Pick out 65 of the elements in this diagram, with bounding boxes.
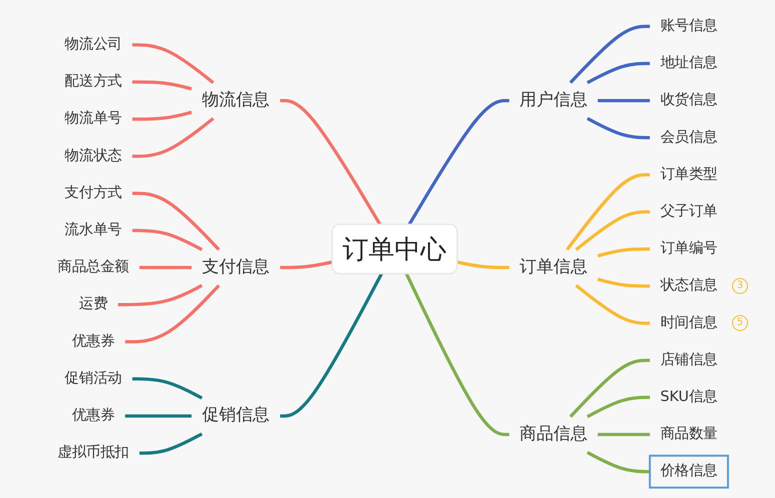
node-text: 物流信息 <box>202 90 270 110</box>
node-text: 会员信息 <box>660 128 718 146</box>
node-text: 收货信息 <box>660 91 718 108</box>
node-text: SKU信息 <box>660 388 718 405</box>
connector <box>566 173 650 251</box>
node-text: 支付信息 <box>202 257 270 277</box>
connector <box>456 260 510 270</box>
node-text: 优惠券 <box>72 332 115 350</box>
node-text: 物流单号 <box>64 110 122 127</box>
node-box: 订单中心 <box>332 224 458 274</box>
connector <box>139 432 203 455</box>
connector <box>280 98 382 226</box>
number-badge: 5 <box>732 315 748 332</box>
connector <box>569 24 650 84</box>
node-text: 促销信息 <box>202 406 270 426</box>
node-text: 商品信息 <box>520 424 588 444</box>
connector <box>132 192 220 251</box>
connector <box>597 247 650 258</box>
connector <box>598 432 650 436</box>
connector <box>598 98 650 102</box>
connector <box>132 110 192 121</box>
node-text: 订单信息 <box>520 257 588 277</box>
connector <box>280 260 332 270</box>
connector <box>569 358 650 418</box>
node-text: 商品总金额 <box>57 258 130 276</box>
number-badge: 3 <box>732 278 748 294</box>
node-text: 支付方式 <box>64 184 122 201</box>
node-text: 优惠券 <box>72 406 115 424</box>
node-box: 价格信息 <box>648 454 729 489</box>
node-text: 物流公司 <box>64 35 122 52</box>
node-text: 地址信息 <box>660 54 718 71</box>
connector <box>125 414 192 418</box>
connector <box>132 80 192 90</box>
connector <box>132 377 203 400</box>
connector <box>586 451 650 474</box>
connector <box>405 273 510 436</box>
node-text: 虚拟币抵扣 <box>57 444 130 461</box>
connector <box>125 284 220 344</box>
connector <box>597 278 650 288</box>
node-text: 订单编号 <box>660 240 718 256</box>
node-text: 店铺信息 <box>660 350 718 368</box>
node-text: 商品数量 <box>660 425 718 442</box>
node-text: 配送方式 <box>64 72 122 90</box>
connector <box>139 266 192 270</box>
node-text: 订单类型 <box>660 165 718 182</box>
connector <box>280 272 383 418</box>
node-text: 用户信息 <box>520 90 588 110</box>
connector <box>132 43 214 84</box>
node-text: 流水单号 <box>64 221 122 238</box>
connector <box>408 98 510 226</box>
node-text: 促销活动 <box>64 369 122 386</box>
connector <box>586 62 650 84</box>
connector <box>586 396 650 418</box>
connector <box>132 117 214 158</box>
node-text: 运费 <box>78 295 108 312</box>
connector <box>575 210 650 251</box>
node-text: 账号信息 <box>660 16 718 34</box>
node-text: 父子订单 <box>660 202 718 220</box>
connector <box>118 284 203 306</box>
node-text: 状态信息 <box>660 276 718 294</box>
node-text: 时间信息 <box>660 314 718 331</box>
node-text: 物流状态 <box>64 146 122 164</box>
connector <box>132 228 203 252</box>
connector <box>575 284 650 325</box>
connector <box>586 117 650 140</box>
